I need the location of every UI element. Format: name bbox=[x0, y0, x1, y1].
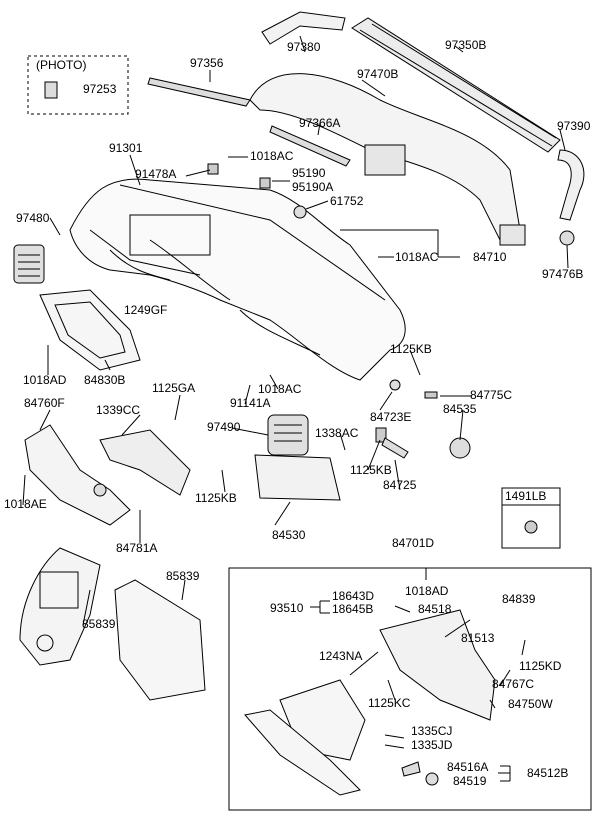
part-1018AC-b: 1018AC bbox=[395, 250, 439, 264]
part-1018AC-c: 1018AC bbox=[258, 382, 302, 396]
part-84535: 84535 bbox=[443, 402, 477, 416]
part-85839-a: 85839 bbox=[166, 569, 200, 583]
part-97366A: 97366A bbox=[299, 116, 341, 130]
part-97380: 97380 bbox=[287, 40, 321, 54]
part-18645B: 18645B bbox=[332, 602, 374, 616]
part-91478A: 91478A bbox=[135, 167, 177, 181]
part-1335CJ: 1335CJ bbox=[411, 724, 453, 738]
part-18643D: 18643D bbox=[332, 589, 375, 603]
part-1243NA: 1243NA bbox=[319, 649, 363, 663]
part-91141A: 91141A bbox=[230, 396, 271, 410]
part-1339CC: 1339CC bbox=[96, 403, 141, 417]
part-84775C: 84775C bbox=[470, 388, 513, 402]
part-84830B: 84830B bbox=[84, 373, 126, 387]
part-1018AD-b: 1018AD bbox=[405, 584, 449, 598]
part-97390: 97390 bbox=[557, 119, 591, 133]
part-1335JD: 1335JD bbox=[411, 738, 453, 752]
part-84710: 84710 bbox=[473, 250, 507, 264]
part-95190A: 95190A bbox=[292, 180, 334, 194]
photo-header: (PHOTO) bbox=[36, 58, 87, 72]
part-1125GA: 1125GA bbox=[152, 381, 196, 395]
part-1125KB-b: 1125KB bbox=[350, 463, 392, 477]
part-91301: 91301 bbox=[109, 141, 143, 155]
part-84767C: 84767C bbox=[492, 677, 535, 691]
part-84839: 84839 bbox=[502, 592, 536, 606]
part-84725: 84725 bbox=[383, 478, 417, 492]
part-1125KB-c: 1125KB bbox=[195, 491, 237, 505]
part-84781A: 84781A bbox=[116, 541, 158, 555]
part-97470B: 97470B bbox=[357, 67, 399, 81]
part-61752: 61752 bbox=[330, 194, 364, 208]
part-84516A: 84516A bbox=[447, 760, 489, 774]
part-1249GF: 1249GF bbox=[124, 303, 168, 317]
part-1125KC: 1125KC bbox=[368, 696, 411, 710]
part-84518: 84518 bbox=[418, 602, 452, 616]
part-95190: 95190 bbox=[292, 166, 326, 180]
part-1018AD: 1018AD bbox=[23, 373, 67, 387]
part-1338AC: 1338AC bbox=[315, 426, 359, 440]
part-93510: 93510 bbox=[270, 601, 304, 615]
part-97356: 97356 bbox=[190, 56, 224, 70]
part-1491LB: 1491LB bbox=[505, 489, 547, 503]
part-84530: 84530 bbox=[272, 528, 306, 542]
part-1125KD: 1125KD bbox=[519, 659, 562, 673]
part-97476B: 97476B bbox=[542, 267, 584, 281]
part-84701D: 84701D bbox=[392, 536, 435, 550]
part-81513: 81513 bbox=[461, 631, 495, 645]
part-84512B: 84512B bbox=[527, 766, 569, 780]
part-84750W: 84750W bbox=[508, 697, 553, 711]
part-84723E: 84723E bbox=[370, 410, 412, 424]
part-97490: 97490 bbox=[207, 420, 241, 434]
part-84519: 84519 bbox=[453, 774, 487, 788]
part-97350B: 97350B bbox=[445, 38, 487, 52]
part-84760F: 84760F bbox=[24, 396, 65, 410]
part-85839-b: 85839 bbox=[82, 617, 116, 631]
part-1018AC-a: 1018AC bbox=[250, 149, 294, 163]
part-97480: 97480 bbox=[16, 211, 50, 225]
part-1018AE: 1018AE bbox=[4, 497, 47, 511]
part-1125KB-a: 1125KB bbox=[390, 342, 432, 356]
part-97253: 97253 bbox=[83, 82, 117, 96]
